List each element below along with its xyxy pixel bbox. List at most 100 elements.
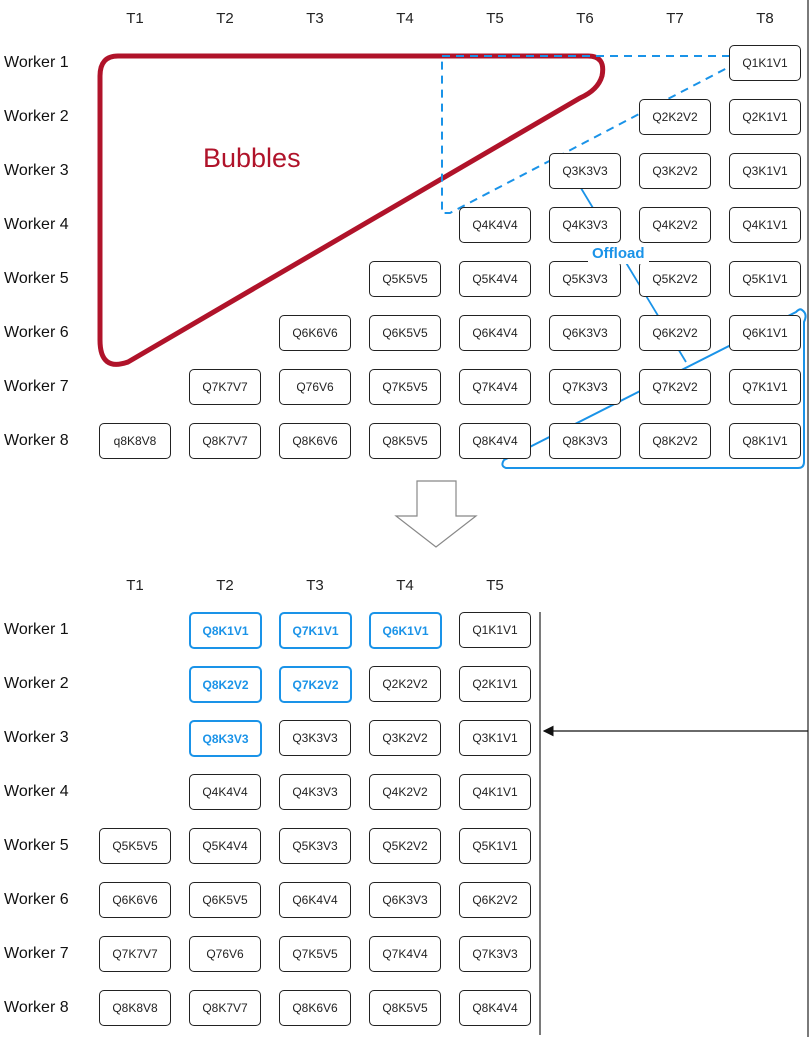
task-cell: Q7K4V4 (369, 936, 441, 972)
offload-label: Offload (588, 243, 649, 264)
row-header: Worker 1 (4, 621, 69, 638)
task-cell: Q7K4V4 (459, 369, 531, 405)
column-header: T3 (306, 577, 324, 594)
task-cell: Q6K1V1 (369, 612, 442, 649)
task-cell: Q5K3V3 (549, 261, 621, 297)
column-header: T7 (666, 10, 684, 27)
task-cell: Q7K5V5 (279, 936, 351, 972)
task-cell: Q4K1V1 (729, 207, 801, 243)
task-cell: Q7K7V7 (99, 936, 171, 972)
task-cell: Q8K4V4 (459, 423, 531, 459)
task-cell: Q5K2V2 (639, 261, 711, 297)
task-cell: Q3K2V2 (639, 153, 711, 189)
task-cell: Q7K3V3 (549, 369, 621, 405)
task-cell: Q1K1V1 (459, 612, 531, 648)
column-header: T4 (396, 10, 414, 27)
bubbles-label: Bubbles (203, 143, 301, 173)
row-header: Worker 8 (4, 999, 69, 1016)
task-cell: Q5K1V1 (459, 828, 531, 864)
task-cell: Q4K2V2 (639, 207, 711, 243)
task-cell: Q8K1V1 (189, 612, 262, 649)
task-cell: Q7K2V2 (279, 666, 352, 703)
task-cell: Q7K3V3 (459, 936, 531, 972)
task-cell: Q5K5V5 (369, 261, 441, 297)
task-cell: Q4K4V4 (459, 207, 531, 243)
task-cell: Q7K1V1 (729, 369, 801, 405)
task-cell: Q8K6V6 (279, 423, 351, 459)
task-cell: Q6K4V4 (459, 315, 531, 351)
column-header: T2 (216, 10, 234, 27)
column-header: T2 (216, 577, 234, 594)
row-header: Worker 7 (4, 945, 69, 962)
task-cell: Q7K1V1 (279, 612, 352, 649)
task-cell: Q3K3V3 (549, 153, 621, 189)
task-cell: Q3K2V2 (369, 720, 441, 756)
task-cell: Q8K7V7 (189, 990, 261, 1026)
row-header: Worker 4 (4, 783, 69, 800)
task-cell: Q5K3V3 (279, 828, 351, 864)
task-cell: Q8K1V1 (729, 423, 801, 459)
task-cell: Q4K3V3 (279, 774, 351, 810)
task-cell: Q6K2V2 (639, 315, 711, 351)
task-cell: Q2K2V2 (639, 99, 711, 135)
row-header: Worker 4 (4, 216, 69, 233)
task-cell: Q6K3V3 (549, 315, 621, 351)
task-cell: Q8K6V6 (279, 990, 351, 1026)
task-cell: Q8K2V2 (639, 423, 711, 459)
task-cell: Q3K1V1 (459, 720, 531, 756)
task-cell: Q6K1V1 (729, 315, 801, 351)
column-header: T6 (576, 10, 594, 27)
task-cell: Q7K7V7 (189, 369, 261, 405)
column-header: T5 (486, 10, 504, 27)
task-cell: Q8K5V5 (369, 423, 441, 459)
task-cell: Q5K2V2 (369, 828, 441, 864)
task-cell: Q8K2V2 (189, 666, 262, 703)
task-cell: Q6K4V4 (279, 882, 351, 918)
row-header: Worker 6 (4, 891, 69, 908)
task-cell: Q7K5V5 (369, 369, 441, 405)
task-cell: Q3K1V1 (729, 153, 801, 189)
task-cell: Q8K7V7 (189, 423, 261, 459)
column-header: T1 (126, 10, 144, 27)
task-cell: Q76V6 (279, 369, 351, 405)
row-header: Worker 5 (4, 270, 69, 287)
task-cell: Q5K5V5 (99, 828, 171, 864)
row-header: Worker 1 (4, 54, 69, 71)
task-cell: Q4K2V2 (369, 774, 441, 810)
task-cell: Q6K6V6 (279, 315, 351, 351)
task-cell: Q2K2V2 (369, 666, 441, 702)
column-header: T8 (756, 10, 774, 27)
transform-arrow (394, 480, 478, 548)
row-header: Worker 2 (4, 675, 69, 692)
task-cell: Q5K4V4 (189, 828, 261, 864)
task-cell: Q8K4V4 (459, 990, 531, 1026)
column-header: T1 (126, 577, 144, 594)
task-cell: q8K8V8 (99, 423, 171, 459)
column-header: T5 (486, 577, 504, 594)
column-header: T3 (306, 10, 324, 27)
row-header: Worker 8 (4, 432, 69, 449)
task-cell: Q5K4V4 (459, 261, 531, 297)
row-header: Worker 7 (4, 378, 69, 395)
row-header: Worker 6 (4, 324, 69, 341)
task-cell: Q2K1V1 (459, 666, 531, 702)
task-cell: Q6K3V3 (369, 882, 441, 918)
task-cell: Q6K5V5 (369, 315, 441, 351)
task-cell: Q6K2V2 (459, 882, 531, 918)
task-cell: Q8K3V3 (189, 720, 262, 757)
task-cell: Q7K2V2 (639, 369, 711, 405)
task-cell: Q1K1V1 (729, 45, 801, 81)
task-cell: Q6K6V6 (99, 882, 171, 918)
task-cell: Q2K1V1 (729, 99, 801, 135)
task-cell: Q76V6 (189, 936, 261, 972)
task-cell: Q6K5V5 (189, 882, 261, 918)
task-cell: Q3K3V3 (279, 720, 351, 756)
column-header: T4 (396, 577, 414, 594)
row-header: Worker 2 (4, 108, 69, 125)
row-header: Worker 5 (4, 837, 69, 854)
task-cell: Q5K1V1 (729, 261, 801, 297)
task-cell: Q8K5V5 (369, 990, 441, 1026)
task-cell: Q4K4V4 (189, 774, 261, 810)
task-cell: Q8K8V8 (99, 990, 171, 1026)
row-header: Worker 3 (4, 729, 69, 746)
